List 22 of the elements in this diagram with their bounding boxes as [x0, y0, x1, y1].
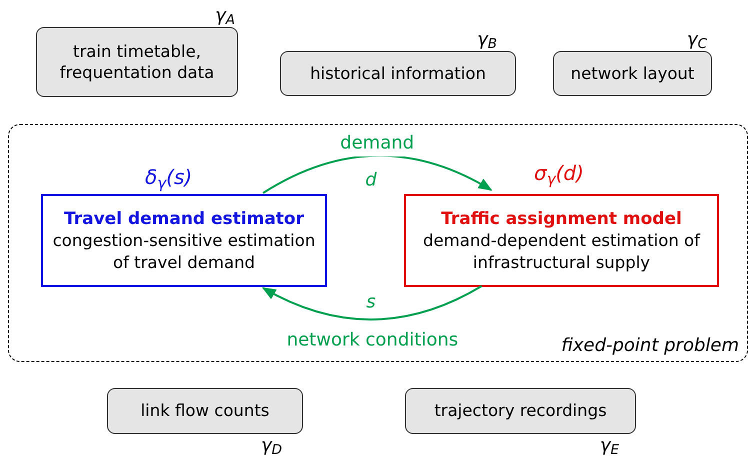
parameter-label: δ$_{γ}$(s)	[145, 164, 192, 192]
parameter-label: σ$_{γ}$(d)	[534, 160, 584, 188]
variable-label: d	[365, 168, 377, 192]
box-text: link flow counts	[140, 400, 270, 422]
box-text: network layout	[570, 62, 696, 84]
box-title: Traffic assignment model	[440, 208, 683, 230]
parameter-label: γ$_{A}$	[215, 4, 235, 29]
region-label: fixed-point problem	[561, 334, 739, 357]
box-text: congestion-sensitive estimation of travel demand	[52, 230, 316, 273]
parameter-label: γ$_{D}$	[260, 434, 282, 456]
box-text: train timetable, frequentation data	[58, 40, 216, 84]
box-text: historical information	[309, 62, 487, 84]
box-text: demand-dependent estimation of infrastructural supply	[422, 230, 702, 273]
parameter-label: γ$_{E}$	[600, 434, 619, 456]
arrow	[262, 285, 482, 320]
parameter-label: γ$_{B}$	[477, 28, 497, 53]
arrow	[262, 154, 492, 194]
parameter-label: γ$_{C}$	[686, 28, 707, 53]
dashed-region	[8, 124, 748, 362]
box-title: Travel demand estimator	[63, 208, 305, 230]
variable-label: s	[366, 290, 376, 314]
box-text: trajectory recordings	[433, 400, 608, 422]
